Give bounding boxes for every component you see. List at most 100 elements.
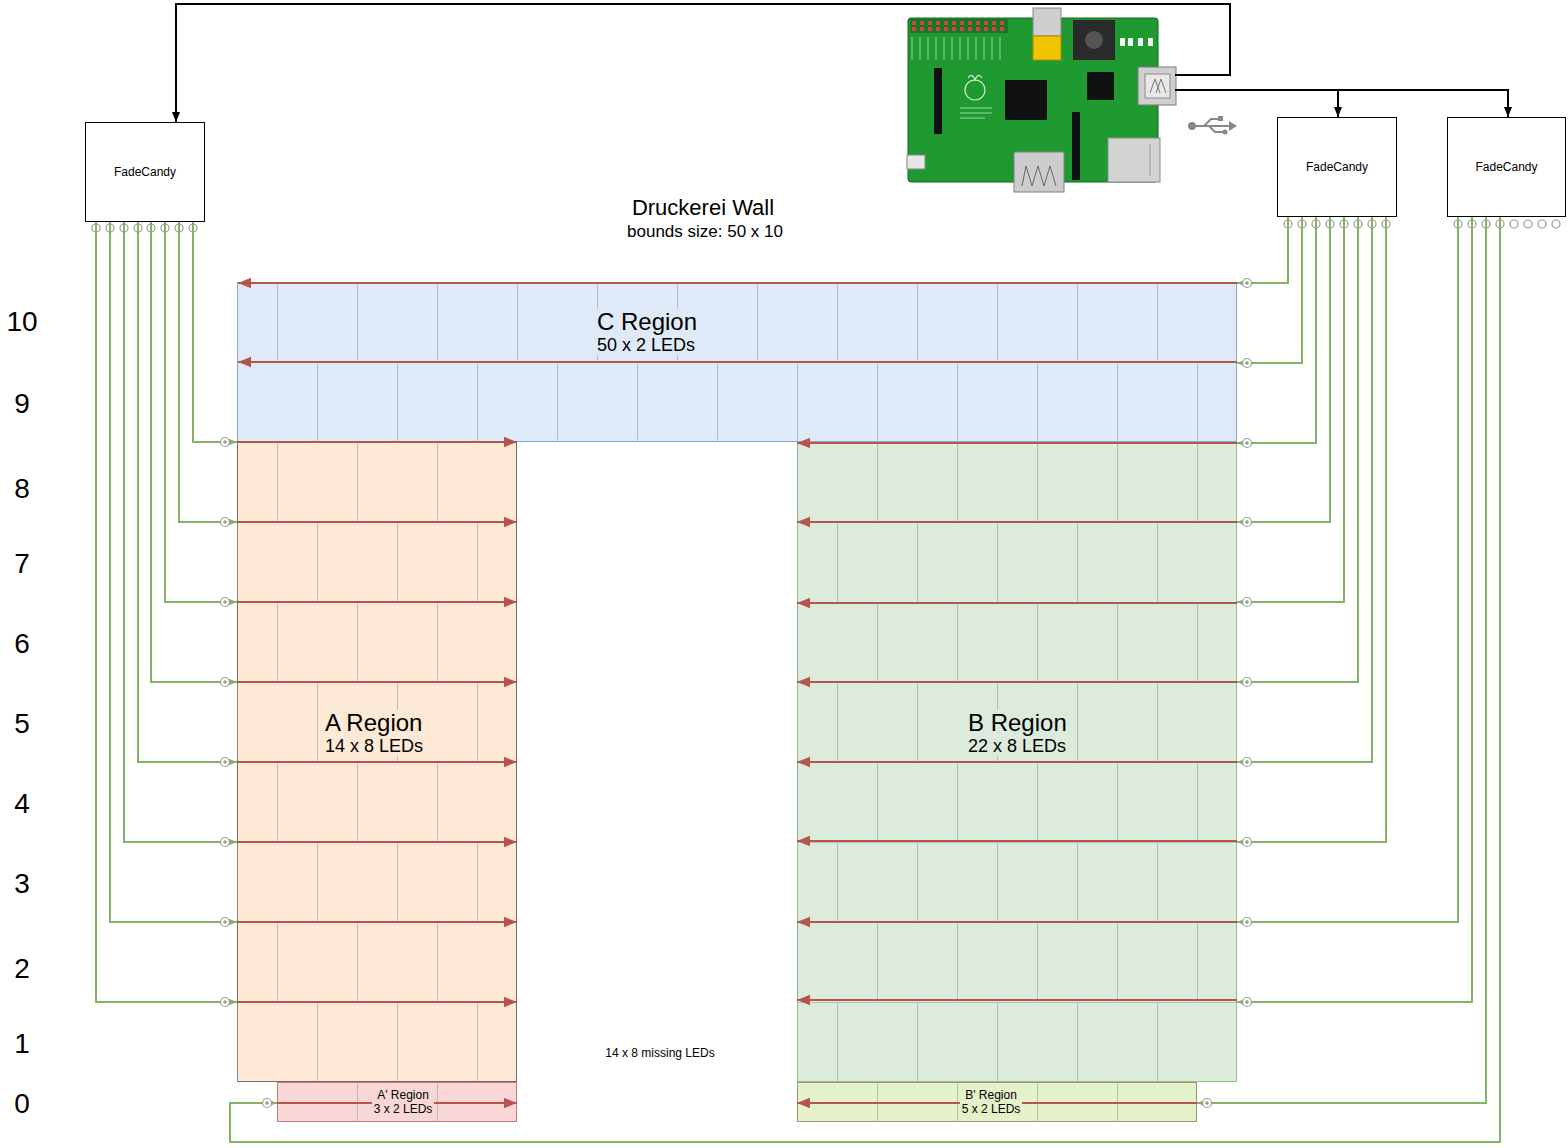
led-strip-arrow xyxy=(237,521,517,523)
led-strip-arrow xyxy=(797,442,1237,444)
region-title: A' Region xyxy=(375,1088,431,1102)
data-wire xyxy=(179,222,237,522)
data-wire xyxy=(1237,217,1386,842)
raspberry-pi-board xyxy=(1022,166,1056,186)
region-title: A Region xyxy=(323,710,425,736)
strip-connector xyxy=(221,998,230,1007)
strip-connector xyxy=(221,518,230,527)
raspberry-pi-board xyxy=(1138,67,1176,105)
strip-connector-dot xyxy=(223,520,227,524)
row-number: 6 xyxy=(14,628,30,660)
data-wire xyxy=(151,222,237,682)
led-count: 22 x 8 LEDs xyxy=(966,736,1069,756)
led-count: 5 x 2 LEDs xyxy=(960,1102,1023,1116)
usb-cable xyxy=(1337,90,1339,117)
strip-connector xyxy=(221,758,230,767)
strip-connector xyxy=(1243,279,1252,288)
raspberry-pi-board xyxy=(1128,38,1133,46)
led-strip-arrow xyxy=(237,441,517,443)
strip-connector xyxy=(221,678,230,687)
strip-connector xyxy=(1243,998,1252,1007)
led-strip-arrow xyxy=(237,681,517,683)
raspberry-pi-board xyxy=(907,8,1176,192)
strip-connector-dot xyxy=(265,1101,269,1105)
led-count: 14 x 8 LEDs xyxy=(323,736,425,756)
strip-connector xyxy=(1243,598,1252,607)
strip-connector-dot xyxy=(1245,281,1249,285)
fadecandy-pin xyxy=(1510,220,1518,228)
data-wire xyxy=(1237,217,1372,762)
data-wire xyxy=(96,222,237,1002)
strip-connector-dot xyxy=(1205,1101,1209,1105)
strip-connector xyxy=(221,438,230,447)
data-wire xyxy=(230,217,1500,1142)
data-wire xyxy=(1237,217,1458,922)
usb-symbol xyxy=(1218,116,1223,121)
raspberry-pi-board xyxy=(934,68,942,134)
strip-connector-dot xyxy=(223,600,227,604)
strip-connector xyxy=(221,918,230,927)
row-number: 7 xyxy=(14,548,30,580)
raspberry-pi-board xyxy=(1138,38,1143,46)
row-number: 2 xyxy=(14,953,30,985)
row-number: 3 xyxy=(14,868,30,900)
data-wire xyxy=(193,222,237,442)
strip-connector xyxy=(1243,359,1252,368)
data-wire xyxy=(1237,217,1330,522)
strip-connector-dot xyxy=(223,840,227,844)
led-strip-arrow xyxy=(797,602,1237,604)
device-label: FadeCandy xyxy=(1304,160,1370,174)
device-label: FadeCandy xyxy=(1473,160,1539,174)
data-wire xyxy=(110,222,237,922)
raspberry-pi-board xyxy=(1087,72,1114,100)
raspberry-pi-board xyxy=(1072,112,1080,180)
data-wire xyxy=(1237,217,1288,283)
led-strip-arrow xyxy=(237,283,1237,1103)
strip-connector-dot xyxy=(223,680,227,684)
raspberry-pi-board xyxy=(1033,36,1061,60)
led-strip-arrow xyxy=(238,361,1237,363)
raspberry-pi-board xyxy=(1145,74,1170,98)
led-strip-arrow xyxy=(797,921,1237,923)
brick-grid xyxy=(237,442,517,1082)
raspberry-pi-board xyxy=(1005,80,1047,120)
strip-connector xyxy=(1243,439,1252,448)
led-strip-arrow xyxy=(237,841,517,843)
brick-grid xyxy=(797,442,1237,1082)
strip-connector-dot xyxy=(1245,600,1249,604)
usb-symbol xyxy=(1188,116,1237,135)
strip-connector xyxy=(221,598,230,607)
raspberry-pi-board xyxy=(907,155,925,169)
strip-connector xyxy=(1243,678,1252,687)
strip-connector xyxy=(263,1099,272,1108)
raspberry-pi-board xyxy=(1033,8,1061,36)
usb-cable xyxy=(1175,90,1508,117)
row-number: 8 xyxy=(14,473,30,505)
raspberry-pi-board xyxy=(1085,31,1103,49)
row-number: 9 xyxy=(14,388,30,420)
strip-connector-dot xyxy=(1245,520,1249,524)
strip-connector xyxy=(1243,838,1252,847)
raspberry-pi-board xyxy=(968,75,982,80)
strip-connector xyxy=(1243,518,1252,527)
row-number: 10 xyxy=(6,306,37,338)
fadecandy-box: FadeCandy xyxy=(1277,117,1397,217)
raspberry-pi-board xyxy=(1150,144,1151,176)
led-count: 3 x 2 LEDs xyxy=(372,1102,435,1116)
strip-connector xyxy=(221,279,1252,1108)
led-strip-arrow xyxy=(237,1001,517,1003)
strip-connector-dot xyxy=(1245,1000,1249,1004)
brick-grid xyxy=(237,282,1237,442)
led-strip-arrow xyxy=(797,521,1237,523)
row-number: 4 xyxy=(14,788,30,820)
fadecandy-pin xyxy=(92,220,1560,232)
strip-connector-dot xyxy=(1245,840,1249,844)
usb-symbol xyxy=(1223,130,1228,135)
diagram-title: Druckerei Wall xyxy=(632,195,774,220)
strip-connector-dot xyxy=(223,760,227,764)
raspberry-pi-board xyxy=(1120,38,1125,46)
row-number: 0 xyxy=(14,1088,30,1120)
data-wire xyxy=(1237,217,1344,602)
usb-symbol xyxy=(1229,121,1237,131)
strip-connector xyxy=(1243,758,1252,767)
